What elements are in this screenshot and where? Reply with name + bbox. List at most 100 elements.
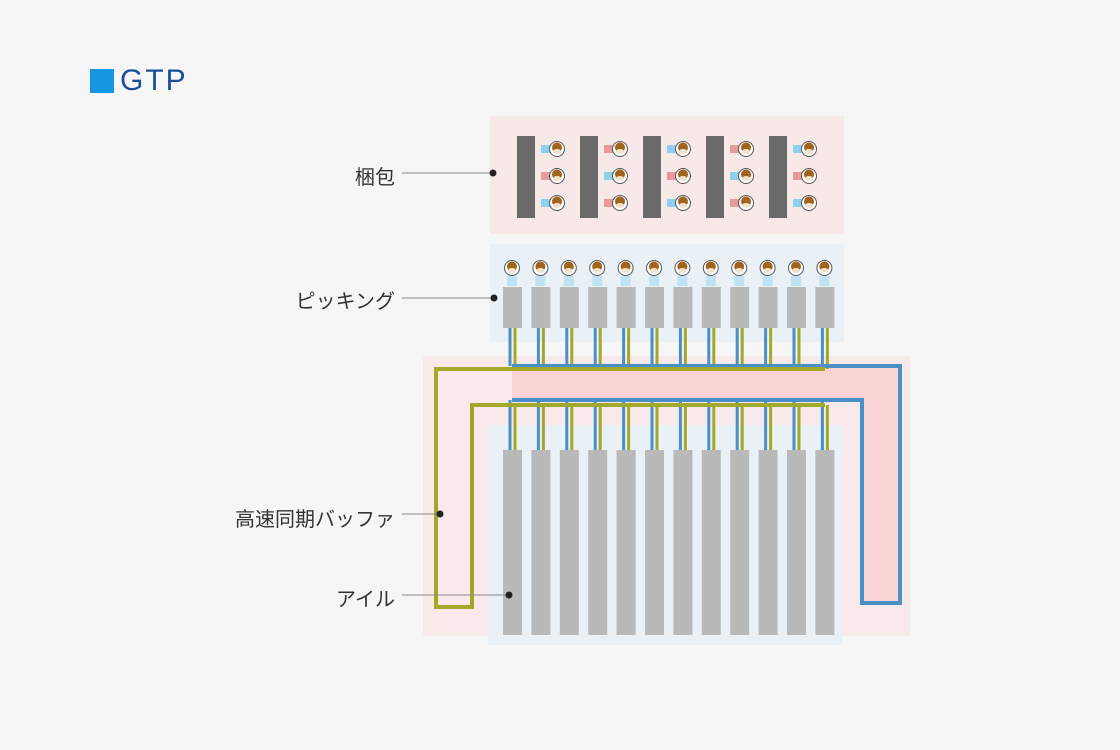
parcel-box [793,172,803,180]
aisle-rack [701,450,721,635]
picking-tote [677,276,688,286]
picking-station [531,287,551,328]
packing-worker-icon [612,195,628,211]
packing-worker-icon [801,195,817,211]
packing-worker-icon [675,195,691,211]
picking-station [673,287,693,328]
parcel-box [793,145,803,153]
parcel-box [541,172,551,180]
packing-table [580,136,598,218]
packing-table [706,136,724,218]
parcel-box [730,172,740,180]
aisle-rack [758,450,778,635]
picking-tote [734,276,745,286]
picking-tote [620,276,631,286]
packing-table [517,136,535,218]
picker-icon [731,260,748,276]
picker-icon [674,260,691,276]
picking-station [730,287,750,328]
picker-icon [589,260,606,276]
aisle-rack [787,450,806,635]
picking-tote [762,276,773,286]
packing-stations [517,136,817,218]
parcel-box [730,199,740,207]
packing-worker-icon [612,141,628,157]
leader-dot-buffer [436,510,444,518]
picking-station [758,287,778,328]
aisle-rack [815,450,835,635]
aisle-rack [673,450,693,635]
picking-tote [649,276,659,286]
picking-station [588,287,608,328]
parcel-box [541,145,551,153]
packing-worker-icon [738,168,754,184]
label-packing: 梱包 [355,165,395,189]
aisle-rack [616,450,636,635]
packing-table [769,136,787,218]
connection-lines [508,328,829,450]
packing-worker-icon [675,168,691,184]
parcel-box [604,172,614,180]
aisles [503,450,835,635]
aisle-rack [645,450,664,635]
aisle-rack [531,450,551,635]
packing-worker-icon [738,195,754,211]
label-buffer: 高速同期バッファ [235,507,395,531]
picking-tote [705,276,716,286]
aisle-rack [503,450,522,635]
packing-worker-icon [549,168,565,184]
buffer-conveyor [512,366,900,603]
picker-icon [816,260,833,276]
picker-icon [504,260,520,276]
picking-station [645,287,664,328]
picking-station [559,287,579,328]
picking-tote [535,276,546,286]
packing-worker-icon [549,195,565,211]
picking-station [701,287,721,328]
packing-table [643,136,661,218]
picker-icon [532,260,549,276]
leader-dot-picking [490,294,498,302]
parcel-box [604,145,614,153]
packing-worker-icon [612,168,628,184]
picking-station [503,287,522,328]
leader-dot-aisle [505,591,513,599]
picker-icon [759,260,776,276]
packing-worker-icon [549,141,565,157]
picking-station [815,287,835,328]
packing-worker-icon [675,141,691,157]
picking-tote [563,276,574,286]
picking-tote [507,276,517,286]
accent-square-icon [90,69,114,93]
picking-stations [503,260,835,328]
picker-icon [560,260,577,276]
label-aisle: アイル [336,587,395,611]
picking-tote [791,276,801,286]
aisle-rack [559,450,579,635]
picker-icon [617,260,634,276]
leader-dot-packing [489,169,497,177]
aisle-rack [730,450,750,635]
parcel-box [604,199,614,207]
parcel-box [730,145,740,153]
aisle-rack [588,450,608,635]
parcel-box [793,199,803,207]
picking-station [787,287,806,328]
picker-icon [646,260,662,276]
parcel-box [667,145,677,153]
parcel-box [667,199,677,207]
parcel-box [667,172,677,180]
picker-icon [788,260,804,276]
packing-worker-icon [801,141,817,157]
picker-icon [702,260,719,276]
parcel-box [541,199,551,207]
diagram-title: GTP [120,64,188,97]
header: GTP [90,66,188,96]
picking-tote [819,276,830,286]
blue-loop-line [512,364,902,605]
packing-worker-icon [738,141,754,157]
packing-worker-icon [801,168,817,184]
olive-loop-line [434,367,825,609]
label-picking: ピッキング [295,289,395,313]
